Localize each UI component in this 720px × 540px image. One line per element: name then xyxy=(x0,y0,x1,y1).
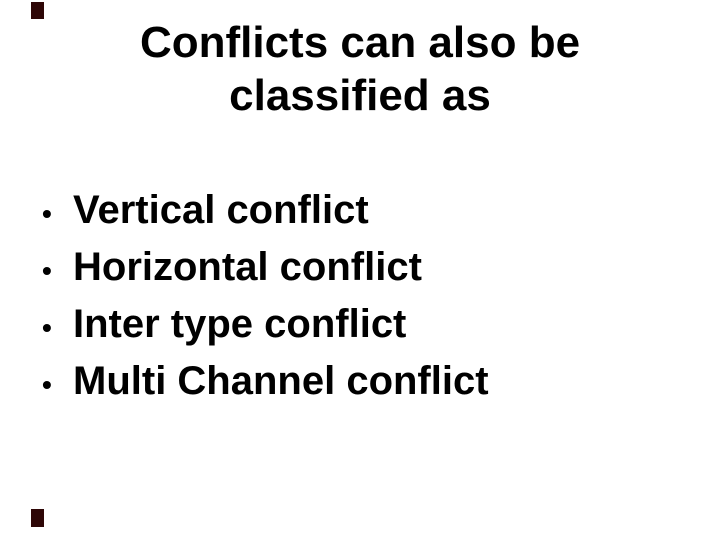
slide-title: Conflicts can also be classified as xyxy=(0,16,720,122)
bullet-label: Vertical conflict xyxy=(73,188,369,232)
list-item: • Horizontal conflict xyxy=(42,239,682,296)
bullet-list: • Vertical conflict • Horizontal conflic… xyxy=(42,182,682,410)
slide-title-line-1: Conflicts can also be xyxy=(139,18,581,67)
bullet-label: Horizontal conflict xyxy=(73,245,422,289)
slide-title-line-2: classified as xyxy=(229,71,491,120)
bullet-icon: • xyxy=(42,198,52,229)
list-item: • Inter type conflict xyxy=(42,296,682,353)
bullet-icon: • xyxy=(42,369,52,400)
bullet-label: Multi Channel conflict xyxy=(73,359,489,403)
bullet-icon: • xyxy=(42,312,52,343)
bullet-label: Inter type conflict xyxy=(73,302,407,346)
list-item: • Vertical conflict xyxy=(42,182,682,239)
bullet-icon: • xyxy=(42,255,52,286)
decorative-marker-bottom-left xyxy=(31,509,44,527)
list-item: • Multi Channel conflict xyxy=(42,353,682,410)
decorative-marker-top-left xyxy=(31,2,44,19)
